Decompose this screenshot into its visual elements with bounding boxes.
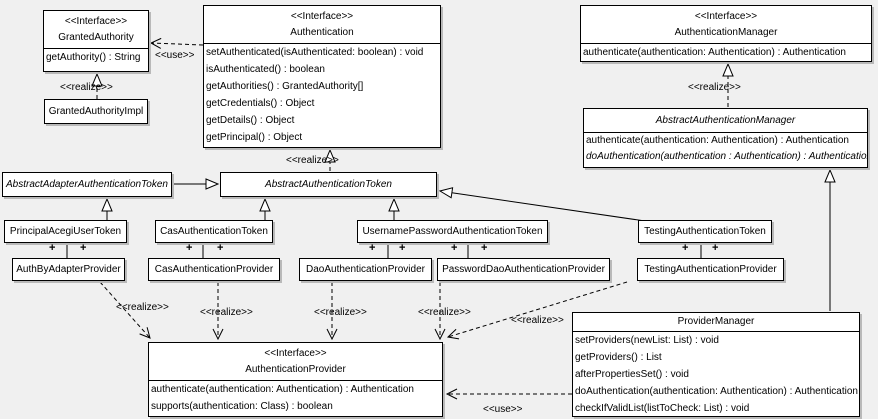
class-name: PasswordDaoAuthenticationProvider <box>442 264 605 275</box>
class-name: AuthenticationManager <box>674 27 778 38</box>
class-name: UsernamePasswordAuthenticationToken <box>362 226 543 237</box>
method-list: authenticate(authentication: Authenticat… <box>581 44 871 61</box>
assoc-plus: + <box>217 242 224 254</box>
class-username-password-authentication-token: UsernamePasswordAuthenticationToken <box>357 220 548 243</box>
class-provider-manager: ProviderManager setProviders(newList: Li… <box>572 312 860 417</box>
class-testing-authentication-provider: TestingAuthenticationProvider <box>637 258 784 281</box>
interface-stereotype: <<Interface>> <box>694 11 758 22</box>
realize-label-auth: <<realize>> <box>286 155 339 166</box>
assoc-plus: + <box>481 242 488 254</box>
realize-label-ga: <<realize>> <box>60 82 113 93</box>
method: authenticate(authentication: Authenticat… <box>151 384 414 395</box>
method: getAuthorities() : GrantedAuthority[] <box>206 81 364 92</box>
realize-label-p2: <<realize>> <box>200 307 253 318</box>
class-header: <<Interface>> GrantedAuthority <box>44 11 148 49</box>
interface-stereotype: <<Interface>> <box>264 348 327 359</box>
class-authentication: <<Interface>> Authentication setAuthenti… <box>203 5 441 148</box>
class-name: Authentication <box>290 27 354 38</box>
class-authentication-provider: <<Interface>> AuthenticationProvider aut… <box>148 342 443 417</box>
class-principal-acegi-user-token: PrincipalAcegiUserToken <box>4 220 127 243</box>
use-authentication-grantedauthority <box>149 37 204 49</box>
method: getDetails() : Object <box>206 115 295 126</box>
assoc-plus: + <box>712 242 719 254</box>
use-label-bottom: <<use>> <box>483 404 523 415</box>
method: supports(authentication: Class) : boolea… <box>151 401 333 412</box>
method: getPrincipal() : Object <box>206 132 303 143</box>
assoc-plus: + <box>399 242 406 254</box>
method: getCredentials() : Object <box>206 98 315 109</box>
method-list: getAuthority() : String <box>44 49 148 66</box>
class-abstract-authentication-token: AbstractAuthenticationToken <box>220 172 437 197</box>
class-name: CasAuthenticationToken <box>160 226 268 237</box>
class-header: <<Interface>> AuthenticationProvider <box>149 343 442 381</box>
class-dao-authentication-provider: DaoAuthenticationProvider <box>299 258 432 281</box>
assoc-plus: + <box>49 242 56 254</box>
class-name: TestingAuthenticationToken <box>644 226 766 237</box>
realize-testingauthenticationprovider <box>446 281 628 340</box>
class-auth-by-adapter-provider: AuthByAdapterProvider <box>12 258 125 281</box>
realize-label-p3: <<realize>> <box>314 307 367 318</box>
class-abstract-authentication-manager: AbstractAuthenticationManager authentica… <box>583 108 868 168</box>
class-name: AbstractAuthenticationToken <box>265 179 392 190</box>
method-list: authenticate(authentication: Authenticat… <box>149 381 442 415</box>
class-name: CasAuthenticationProvider <box>154 264 274 275</box>
realize-label-p1: <<realize>> <box>116 302 169 313</box>
method: setAuthenticated(isAuthenticated: boolea… <box>206 47 424 58</box>
class-name: AuthenticationProvider <box>245 364 346 375</box>
assoc-plus: + <box>186 242 193 254</box>
use-label-top: <<use>> <box>155 50 195 61</box>
method: setProviders(newList: List) : void <box>575 335 719 346</box>
assoc-plus: + <box>80 242 87 254</box>
realize-label-p4: <<realize>> <box>418 307 471 318</box>
gen-testingauthenticationtoken <box>438 187 646 222</box>
method-list: setProviders(newList: List) : void getPr… <box>573 332 859 416</box>
class-name: AbstractAdapterAuthenticationToken <box>6 179 168 190</box>
assoc-plus: + <box>682 242 689 254</box>
method: doAuthentication(authentication: Authent… <box>575 386 858 397</box>
realize-label-am: <<realize>> <box>688 82 741 93</box>
assoc-plus: + <box>369 242 376 254</box>
class-authentication-manager: <<Interface>> AuthenticationManager auth… <box>580 5 872 62</box>
class-name: AbstractAuthenticationManager <box>584 109 867 133</box>
class-header: <<Interface>> Authentication <box>204 6 440 44</box>
class-abstract-adapter-authentication-token: AbstractAdapterAuthenticationToken <box>2 172 172 197</box>
assoc-plus: + <box>451 242 458 254</box>
class-header: <<Interface>> AuthenticationManager <box>581 6 871 44</box>
class-name: GrantedAuthority <box>58 32 134 43</box>
method: afterPropertiesSet() : void <box>575 369 689 380</box>
interface-stereotype: <<Interface>> <box>64 16 128 27</box>
class-name: PrincipalAcegiUserToken <box>9 226 122 237</box>
class-name: AuthByAdapterProvider <box>16 264 121 275</box>
class-cas-authentication-provider: CasAuthenticationProvider <box>148 258 280 281</box>
method: getAuthority() : String <box>46 52 141 63</box>
interface-stereotype: <<Interface>> <box>290 11 354 22</box>
method: checkIfValidList(listToCheck: List) : vo… <box>575 403 750 414</box>
class-cas-authentication-token: CasAuthenticationToken <box>155 220 273 243</box>
class-testing-authentication-token: TestingAuthenticationToken <box>638 220 772 243</box>
class-granted-authority-impl: GrantedAuthorityImpl <box>44 99 148 124</box>
method: isAuthenticated() : boolean <box>206 64 325 75</box>
class-name: TestingAuthenticationProvider <box>644 264 777 275</box>
method-list: setAuthenticated(isAuthenticated: boolea… <box>204 44 440 146</box>
class-password-dao-authentication-provider: PasswordDaoAuthenticationProvider <box>437 258 610 281</box>
method: authenticate(authentication: Authenticat… <box>583 47 846 58</box>
class-granted-authority: <<Interface>> GrantedAuthority getAuthor… <box>43 10 149 72</box>
method-abstract: doAuthentication(authentication : Authen… <box>586 151 868 162</box>
class-name: DaoAuthenticationProvider <box>306 264 425 275</box>
method: authenticate(authentication: Authenticat… <box>586 135 849 146</box>
class-name: GrantedAuthorityImpl <box>48 106 144 117</box>
realize-authbyadapterprovider <box>99 281 151 339</box>
realize-label-p5: <<realize>> <box>511 315 564 326</box>
class-name: ProviderManager <box>573 313 859 332</box>
method: getProviders() : List <box>575 352 662 363</box>
method-list: authenticate(authentication: Authenticat… <box>584 133 867 165</box>
